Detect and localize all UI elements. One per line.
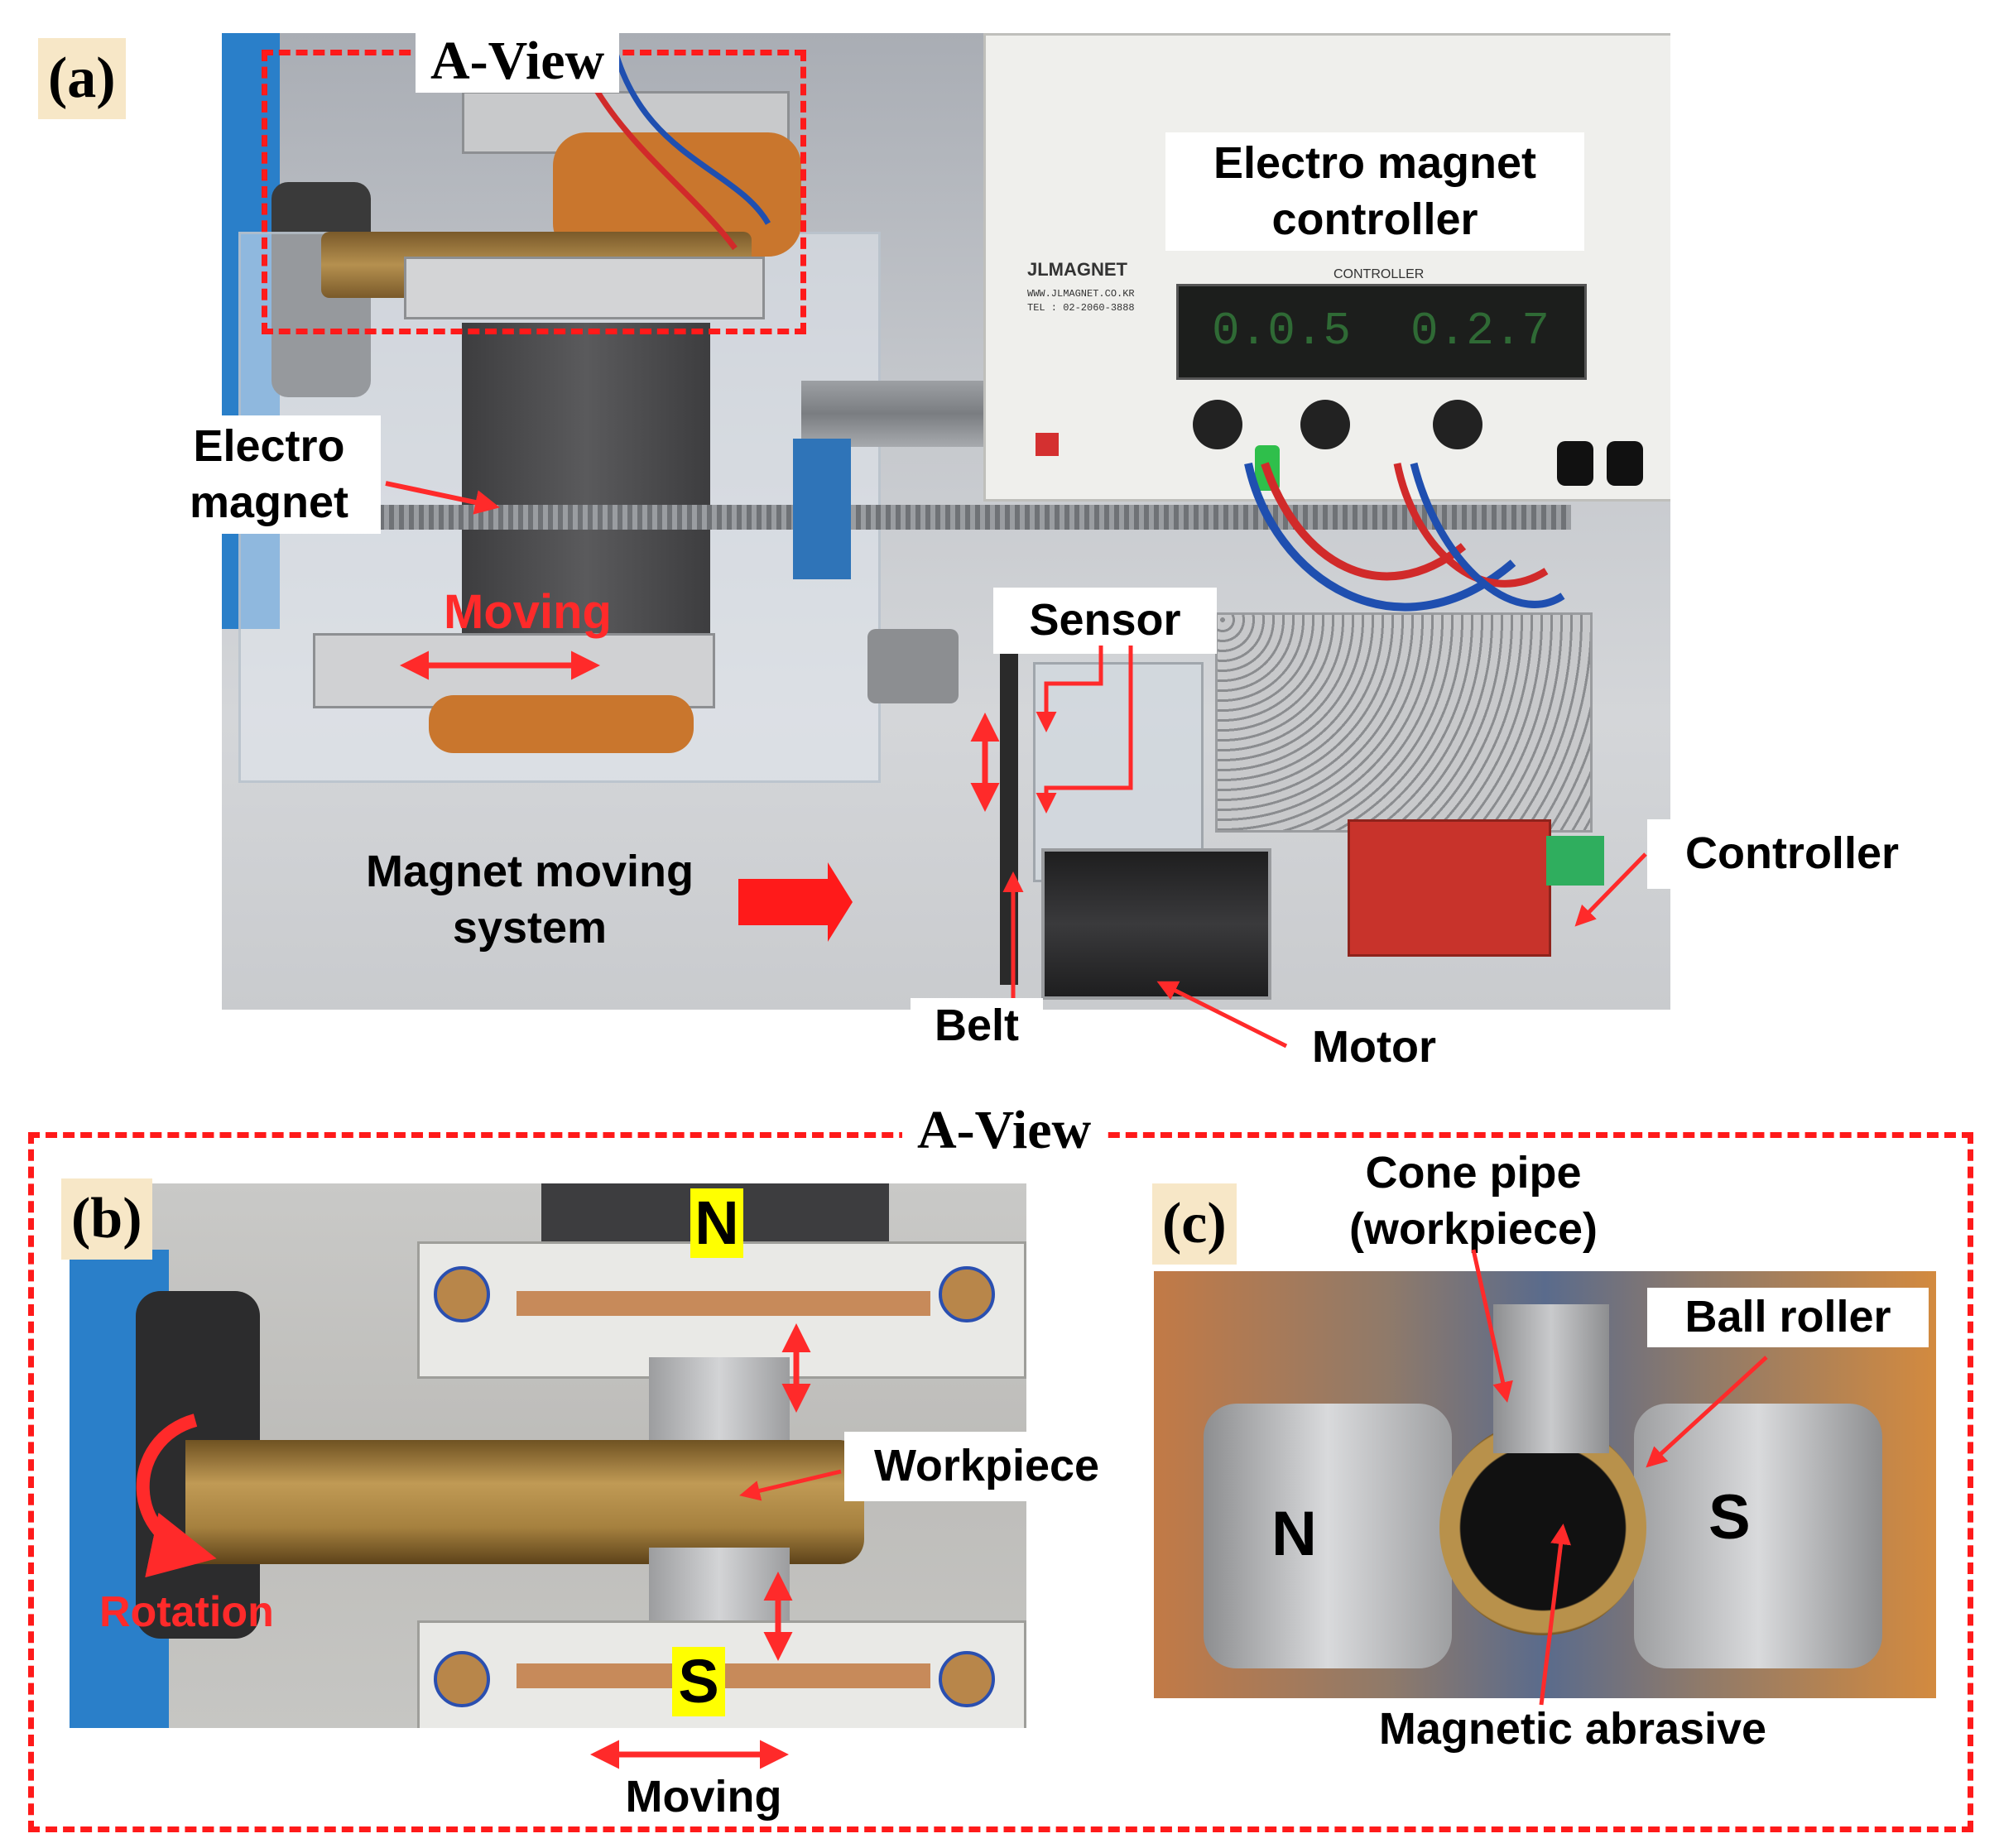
a-view-title-top: A-View <box>416 30 620 93</box>
right-magnet-cylinder <box>1634 1404 1882 1668</box>
knob-fine <box>1300 400 1350 449</box>
power-switch <box>1036 433 1059 456</box>
controller-board <box>1348 819 1551 957</box>
electro-magnet-line2: magnet <box>189 477 349 527</box>
pipe-body <box>1493 1304 1609 1453</box>
a-view-title-detail: A-View <box>902 1097 1107 1164</box>
electro-magnet-label: Electro magnet <box>157 415 381 534</box>
brand-label: JLMAGNET <box>1027 259 1127 280</box>
belt <box>1000 646 1018 985</box>
magnet-moving-system-line2: system <box>452 902 608 953</box>
display-panel: 0.0.5 0.2.7 <box>1176 284 1587 380</box>
rotation-label: Rotation <box>99 1588 274 1636</box>
knob-output-1 <box>1557 441 1593 486</box>
belt-label: Belt <box>911 998 1043 1054</box>
lead-screw <box>329 505 1571 530</box>
screw-bl <box>434 1651 490 1707</box>
screw-tl <box>434 1266 490 1322</box>
knob-output-2 <box>1607 441 1643 486</box>
brass-workpiece <box>185 1440 864 1564</box>
terminal-block <box>1546 836 1604 886</box>
magnet-moving-system-line1: Magnet moving <box>365 847 694 896</box>
north-pole-b: N <box>690 1188 743 1258</box>
screw-br <box>939 1651 995 1707</box>
controller-title-line2: controller <box>1271 194 1478 244</box>
moving-label-a: Moving <box>444 585 612 639</box>
blue-block <box>793 439 851 579</box>
right-digit-readout: 0.2.7 <box>1410 305 1550 358</box>
south-pole-b: S <box>672 1647 725 1716</box>
workpiece-label: Workpiece <box>844 1432 1129 1501</box>
knob-current <box>1193 400 1242 449</box>
stepper-motor <box>1041 848 1271 1000</box>
website-label: WWW.JLMAGNET.CO.KR <box>1027 288 1135 300</box>
sensor-label: Sensor <box>993 588 1217 654</box>
screw-tr <box>939 1266 995 1322</box>
controller-box: JLMAGNET WWW.JLMAGNET.CO.KR TEL : 02-206… <box>983 33 1670 502</box>
magnet-moving-system-label: Magnet moving system <box>323 841 737 959</box>
cone-pipe-label: Cone pipe (workpiece) <box>1316 1145 1631 1257</box>
cone-pipe-line1: Cone pipe <box>1365 1148 1582 1198</box>
tel-label: TEL : 02-2060-3888 <box>1027 302 1135 314</box>
controller-label: Controller <box>1647 819 1937 889</box>
power-supply <box>1215 612 1593 833</box>
panel-b-tag: (b) <box>61 1178 152 1260</box>
electro-magnet-line1: Electro <box>193 421 345 471</box>
motor-label: Motor <box>1291 1020 1457 1076</box>
moving-label-b: Moving <box>625 1772 782 1822</box>
cone-pipe-line2: (workpiece) <box>1348 1203 1598 1254</box>
left-magnet-cylinder <box>1204 1404 1452 1668</box>
ball-roller-label: Ball roller <box>1647 1288 1929 1347</box>
coupler <box>867 629 959 703</box>
copper-coil-bottom <box>429 695 694 753</box>
controller-title-label: Electro magnet controller <box>1165 132 1584 251</box>
knob-coarse <box>1433 400 1482 449</box>
controller-panel-text: CONTROLLER <box>1333 267 1425 281</box>
panel-c-tag: (c) <box>1152 1183 1237 1265</box>
magnetic-abrasive-label: Magnetic abrasive <box>1378 1704 1767 1754</box>
electromagnet-body <box>462 323 710 654</box>
top-copper-strip <box>517 1291 930 1316</box>
panel-a-tag: (a) <box>38 38 126 119</box>
south-pole-c: S <box>1708 1482 1751 1553</box>
controller-title-line1: Electro magnet <box>1213 138 1537 188</box>
left-digit-readout: 0.0.5 <box>1212 305 1352 358</box>
middle-bracket <box>404 257 765 319</box>
north-pole-c: N <box>1271 1499 1317 1569</box>
top-roller <box>649 1357 790 1448</box>
